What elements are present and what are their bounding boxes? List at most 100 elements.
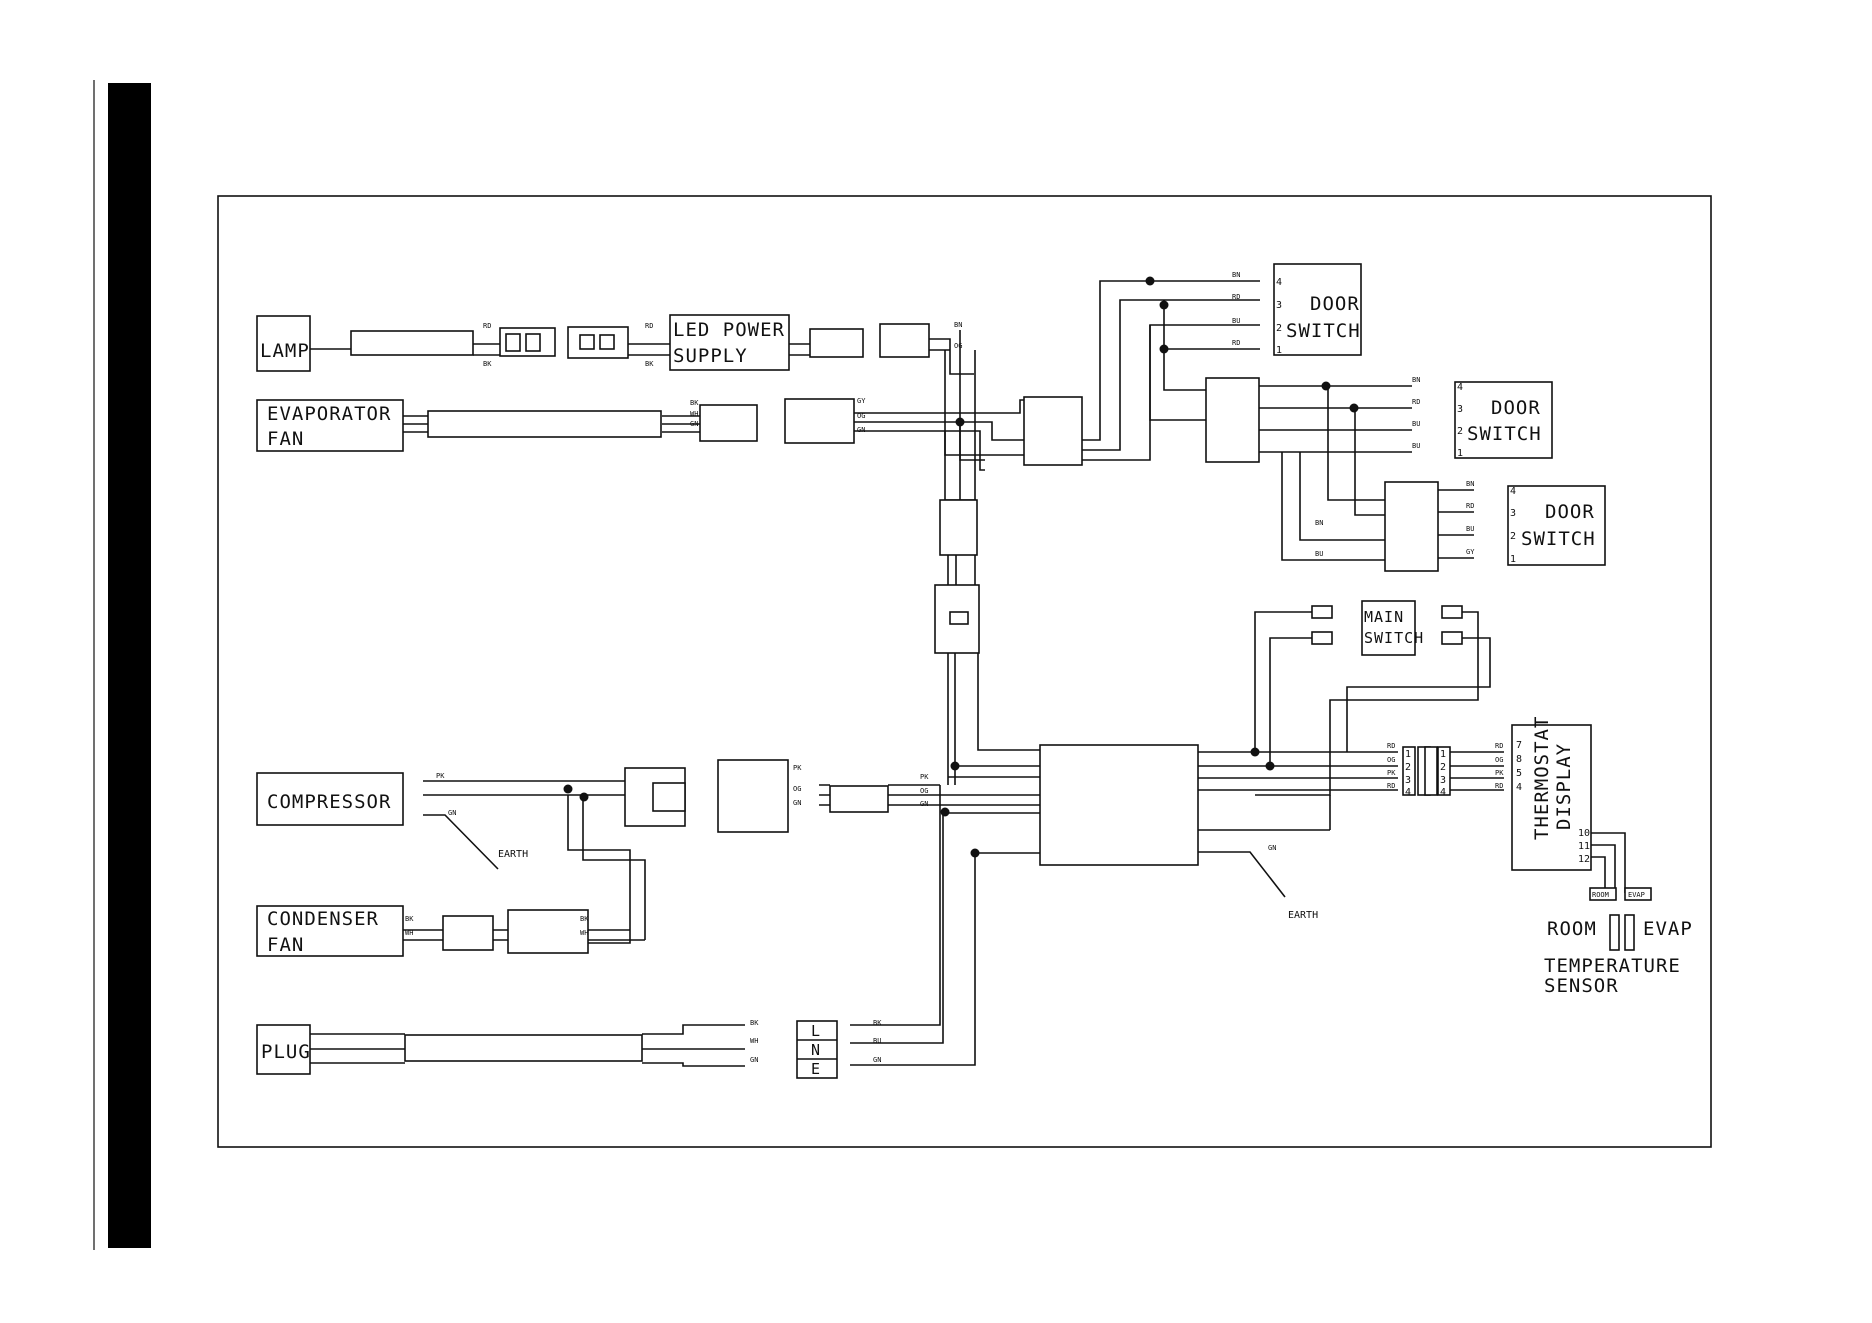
svg-text:GN: GN [690,420,698,428]
svg-text:3: 3 [1510,508,1516,519]
evaporator-fan-box: EVAPORATOR FAN [256,398,855,452]
svg-text:WH: WH [580,929,588,937]
svg-text:GN: GN [750,1056,758,1064]
svg-text:4: 4 [1405,787,1411,798]
svg-text:4: 4 [1457,382,1463,393]
svg-text:GN: GN [448,809,456,817]
svg-text:GY: GY [857,397,866,405]
svg-text:4: 4 [1440,787,1446,798]
svg-text:OG: OG [857,412,865,420]
svg-text:WH: WH [750,1037,758,1045]
svg-text:OG: OG [1387,756,1395,764]
lamp-label: LAMP [260,340,310,362]
svg-text:PK: PK [1387,769,1396,777]
svg-text:BK: BK [750,1019,759,1027]
wires [310,280,1626,1067]
svg-text:BU: BU [1412,442,1420,450]
svg-text:BU: BU [873,1037,881,1045]
svg-text:1: 1 [1440,749,1446,760]
svg-text:RD: RD [483,322,491,330]
svg-text:2: 2 [1510,531,1516,542]
svg-text:RD: RD [1387,782,1395,790]
vertical-connectors [934,499,980,654]
door-switch-3-label-1: DOOR [1545,501,1595,523]
svg-text:7: 7 [1516,740,1522,751]
svg-text:GN: GN [1268,844,1276,852]
svg-text:1: 1 [1457,448,1463,459]
svg-text:8: 8 [1516,754,1522,765]
thermostat-display-box: THERMOSTAT DISPLAY 7 8 5 4 10 11 12 [1511,716,1592,871]
compressor-box: COMPRESSOR [256,759,889,833]
evaporator-label-2: FAN [267,428,304,450]
svg-text:OG: OG [793,785,801,793]
svg-text:BU: BU [1315,550,1323,558]
led-power-label-2: SUPPLY [673,345,748,367]
door-switch-1: DOOR SWITCH [1273,263,1362,356]
svg-text:BK: BK [580,915,589,923]
thermostat-label: THERMOSTAT [1531,716,1553,840]
svg-text:BN: BN [1412,376,1420,384]
svg-text:BK: BK [873,1019,882,1027]
svg-text:BN: BN [1315,519,1323,527]
sensor-label: SENSOR [1544,975,1619,997]
svg-text:5: 5 [1516,768,1522,779]
plug-label: PLUG [261,1041,311,1063]
svg-text:PK: PK [436,772,445,780]
svg-text:3: 3 [1457,404,1463,415]
svg-text:2: 2 [1276,323,1282,334]
junction-boxes [1023,377,1439,572]
condenser-label-2: FAN [267,934,304,956]
terminal-n: N [811,1041,821,1059]
svg-text:BN: BN [954,321,962,329]
svg-text:GN: GN [920,800,928,808]
svg-text:OG: OG [920,787,928,795]
svg-text:BU: BU [1466,525,1474,533]
junction-dots [563,276,1359,858]
svg-text:RD: RD [1232,293,1240,301]
room-label: ROOM [1547,918,1597,940]
svg-text:1: 1 [1405,749,1411,760]
svg-text:2: 2 [1405,762,1411,773]
svg-text:2: 2 [1457,426,1463,437]
svg-text:3: 3 [1276,300,1282,311]
svg-text:BU: BU [1232,317,1240,325]
main-switch-label-2: SWITCH [1364,629,1424,647]
left-black-bar [108,83,151,1248]
svg-text:ROOM: ROOM [1592,891,1609,899]
display-label: DISPLAY [1553,743,1575,830]
svg-text:OG: OG [954,342,962,350]
lamp-box: LAMP [256,315,474,372]
svg-text:2: 2 [1440,762,1446,773]
svg-text:RD: RD [1412,398,1420,406]
svg-text:OG: OG [1495,756,1503,764]
svg-text:RD: RD [645,322,653,330]
plug-box: PLUG [256,1024,643,1075]
evaporator-label-1: EVAPORATOR [267,403,391,425]
svg-text:12: 12 [1578,854,1590,865]
door-switch-2-label-2: SWITCH [1467,423,1542,445]
evap-label: EVAP [1643,918,1693,940]
svg-text:WH: WH [690,410,698,418]
svg-text:WH: WH [405,929,413,937]
main-switch-label-1: MAIN [1364,608,1404,626]
svg-text:4: 4 [1276,277,1282,288]
svg-text:RD: RD [1495,742,1503,750]
svg-text:GN: GN [873,1056,881,1064]
svg-text:RD: RD [1387,742,1395,750]
svg-text:3: 3 [1440,775,1446,786]
svg-text:PK: PK [793,764,802,772]
svg-text:GY: GY [1466,548,1475,556]
svg-text:11: 11 [1578,841,1590,852]
door-switch-pins: 4 3 2 1 4 3 2 1 4 3 2 1 [1276,277,1516,565]
terminal-e: E [811,1060,821,1078]
door-switch-3-label-2: SWITCH [1521,528,1596,550]
svg-text:3: 3 [1405,775,1411,786]
led-power-label-1: LED POWER [673,319,785,341]
svg-text:RD: RD [1495,782,1503,790]
door-switch-2-label-1: DOOR [1491,397,1541,419]
door-switch-3: DOOR SWITCH [1507,485,1606,566]
svg-text:GN: GN [857,426,865,434]
wire-color-labels: RD BK RD BK BN OG BK WH GN GY OG GN BN R… [405,271,1504,1064]
svg-text:1: 1 [1276,345,1282,356]
